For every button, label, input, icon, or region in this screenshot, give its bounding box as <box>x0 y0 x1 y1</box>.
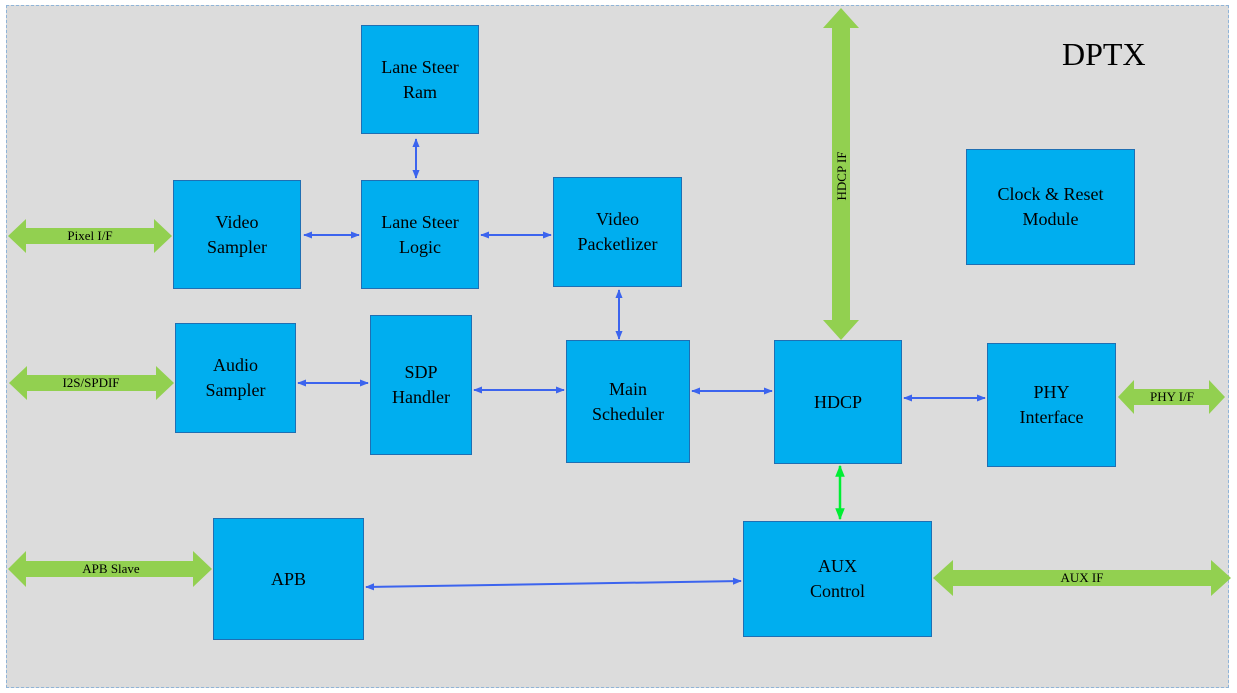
main-scheduler-block: Main Scheduler <box>566 340 690 463</box>
label-apb-slave: APB Slave <box>82 561 140 576</box>
bus-arrow-pixel-if <box>8 219 172 253</box>
video-packetizer-block: Video Packetlizer <box>553 177 682 287</box>
link-apb-aux <box>365 577 742 591</box>
hdcp-block: HDCP <box>774 340 902 464</box>
lane-steer-logic-block: Lane Steer Logic <box>361 180 479 289</box>
bus-arrow-aux-if <box>933 560 1231 596</box>
clock-reset-module-block: Clock & Reset Module <box>966 149 1135 265</box>
bus-arrow-apb-slave <box>8 551 212 587</box>
bus-arrow-i2s-spdif <box>9 366 174 400</box>
label-phy-if: PHY I/F <box>1150 389 1194 404</box>
apb-block: APB <box>213 518 364 640</box>
phy-interface-block: PHY Interface <box>987 343 1116 467</box>
label-aux-if: AUX IF <box>1061 570 1104 585</box>
label-i2s-spdif: I2S/SPDIF <box>62 375 119 390</box>
video-sampler-block: Video Sampler <box>173 180 301 289</box>
bus-arrow-hdcp-if <box>823 8 859 340</box>
sdp-handler-block: SDP Handler <box>370 315 472 455</box>
lane-steer-ram-block: Lane Steer Ram <box>361 25 479 134</box>
label-pixel-if: Pixel I/F <box>67 228 112 243</box>
aux-control-block: AUX Control <box>743 521 932 637</box>
bus-arrow-phy-if <box>1118 380 1225 414</box>
diagram-title: DPTX <box>1062 36 1146 72</box>
label-hdcp-if: HDCP IF <box>834 151 849 200</box>
audio-sampler-block: Audio Sampler <box>175 323 296 433</box>
